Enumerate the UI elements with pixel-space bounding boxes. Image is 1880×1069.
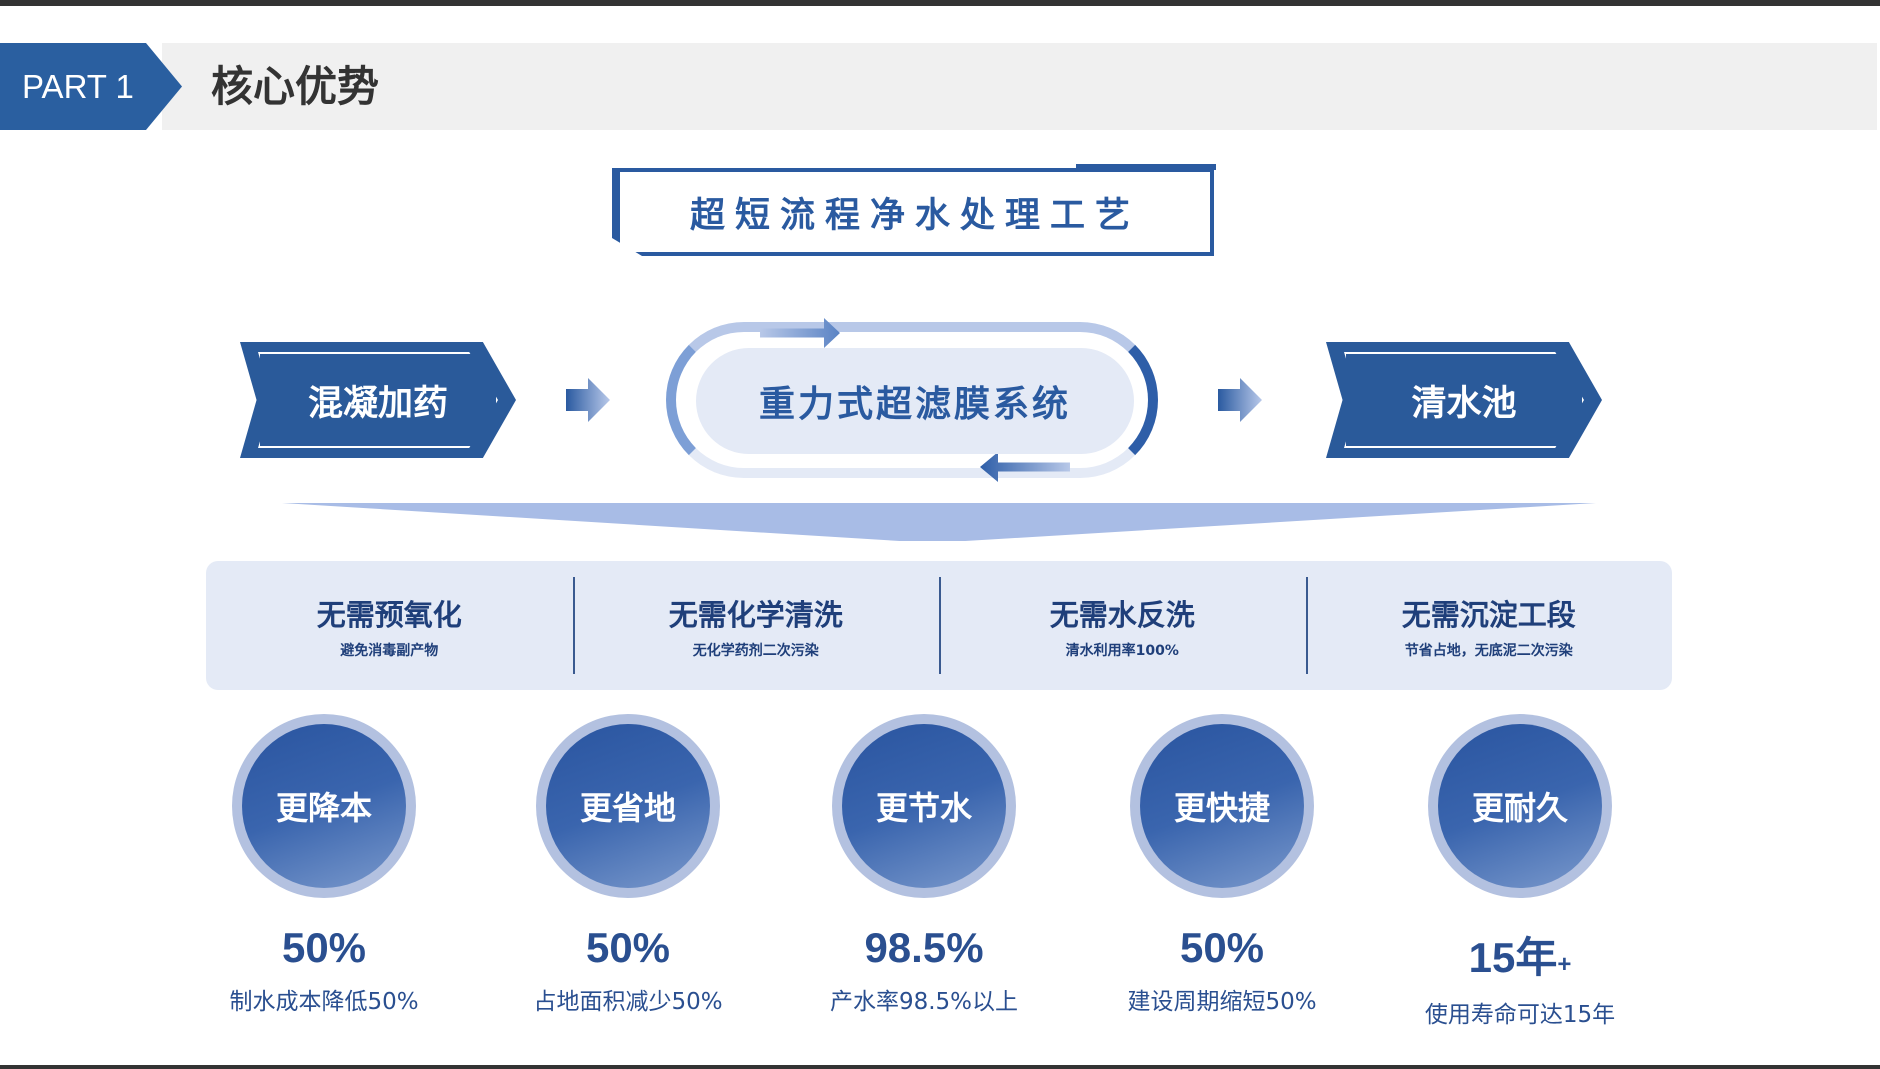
advantage-desc: 制水成本降低50% xyxy=(229,989,419,1015)
feature-title: 无需水反洗 xyxy=(1049,597,1195,632)
advantage-label: 更降本 xyxy=(242,724,406,888)
cycle-ring xyxy=(666,322,1158,478)
advantage-suffix: + xyxy=(1557,951,1572,978)
advantage-label: 更快捷 xyxy=(1140,724,1304,888)
advantage-item: 更耐久 15年+ 使用寿命可达15年 xyxy=(1390,714,1650,1029)
feature-subtitle: 清水利用率100% xyxy=(1065,642,1179,659)
advantage-circle: 更快捷 xyxy=(1130,714,1314,898)
advantage-value: 50% xyxy=(585,924,671,971)
advantage-label: 更节水 xyxy=(842,724,1006,888)
process-title-box: 超短流程净水处理工艺 xyxy=(612,168,1214,256)
feature-subtitle: 无化学药剂二次污染 xyxy=(692,642,819,659)
feature-item: 无需沉淀工段节省占地，无底泥二次污染 xyxy=(1305,561,1673,690)
advantage-value: 50% xyxy=(1179,924,1265,971)
header-band xyxy=(162,43,1877,130)
advantage-item: 更快捷 50% 建设周期缩短50% xyxy=(1092,714,1352,1016)
process-title: 超短流程净水处理工艺 xyxy=(689,195,1140,236)
advantage-item: 更节水 98.5% 产水率98.5%以上 xyxy=(794,714,1054,1016)
advantage-value: 98.5% xyxy=(864,924,984,971)
advantage-value: 15年 xyxy=(1468,934,1558,981)
feature-title: 无需沉淀工段 xyxy=(1401,597,1576,632)
bottom-border xyxy=(0,1065,1880,1069)
top-border xyxy=(0,0,1880,6)
feature-title: 无需化学清洗 xyxy=(668,597,843,632)
feature-subtitle: 避免消毒副产物 xyxy=(340,642,439,659)
step-label: 混凝加药 xyxy=(307,383,448,424)
title-box-decoration xyxy=(1076,164,1216,170)
step-coagulation: 混凝加药 xyxy=(240,342,516,458)
advantage-circle: 更省地 xyxy=(536,714,720,898)
step-label: 清水池 xyxy=(1411,383,1517,424)
features-card: 无需预氧化避免消毒副产物 无需化学清洗无化学药剂二次污染 无需水反洗清水利用率1… xyxy=(206,561,1672,690)
advantage-circle: 更降本 xyxy=(232,714,416,898)
step-label: 重力式超滤膜系统 xyxy=(758,384,1071,425)
page-title: 核心优势 xyxy=(211,62,380,111)
feature-item: 无需水反洗清水利用率100% xyxy=(939,561,1306,690)
part-label: PART 1 xyxy=(0,43,182,130)
advantage-desc: 使用寿命可达15年 xyxy=(1424,1002,1616,1028)
step-ultrafiltration: 重力式超滤膜系统 xyxy=(696,348,1134,454)
advantage-label: 更耐久 xyxy=(1438,724,1602,888)
feature-item: 无需预氧化避免消毒副产物 xyxy=(206,561,573,690)
advantage-desc: 占地面积减少50% xyxy=(533,989,723,1015)
feature-title: 无需预氧化 xyxy=(316,597,462,632)
advantage-item: 更省地 50% 占地面积减少50% xyxy=(498,714,758,1016)
advantage-circle: 更节水 xyxy=(832,714,1016,898)
arrow-right-icon xyxy=(566,378,610,422)
advantage-desc: 产水率98.5%以上 xyxy=(829,989,1019,1015)
step-clear-water-tank: 清水池 xyxy=(1326,342,1602,458)
advantage-circle: 更耐久 xyxy=(1428,714,1612,898)
feature-item: 无需化学清洗无化学药剂二次污染 xyxy=(572,561,940,690)
advantage-item: 更降本 50% 制水成本降低50% xyxy=(194,714,454,1016)
funnel-shape xyxy=(282,503,1596,541)
advantage-desc: 建设周期缩短50% xyxy=(1127,989,1317,1015)
arrow-right-icon xyxy=(1218,378,1262,422)
advantage-label: 更省地 xyxy=(546,724,710,888)
advantage-value: 50% xyxy=(281,924,367,971)
feature-subtitle: 节省占地，无底泥二次污染 xyxy=(1404,642,1573,659)
